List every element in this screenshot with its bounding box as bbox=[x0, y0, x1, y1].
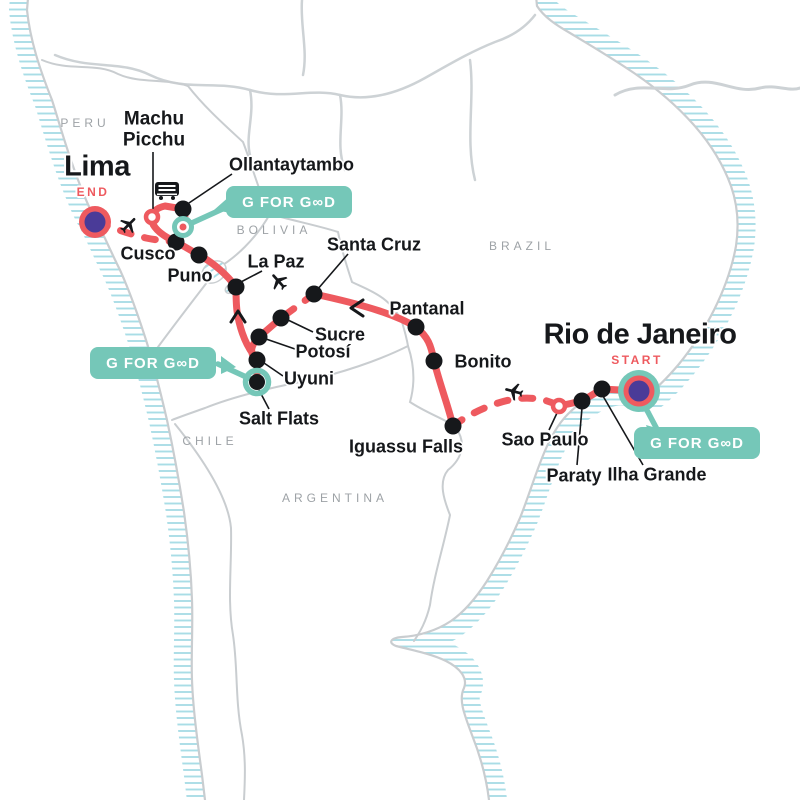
special-markers bbox=[79, 206, 660, 415]
label-sucre: Sucre bbox=[314, 324, 366, 345]
end-tag: END bbox=[76, 185, 110, 199]
label-sao-paulo: Sao Paulo bbox=[501, 429, 589, 450]
stop-dot-puno bbox=[190, 246, 208, 264]
stop-dot-sucre bbox=[272, 309, 290, 327]
stop-dot-ilhagrande bbox=[593, 380, 611, 398]
label-puno: Puno bbox=[167, 265, 213, 286]
label-potosi: Potosí bbox=[295, 341, 351, 362]
stop-dot-cusco bbox=[167, 233, 185, 251]
label-ollantaytambo: Ollantaytambo bbox=[229, 154, 355, 175]
country-label-chile: CHILE bbox=[182, 434, 238, 448]
label-lima: Lima bbox=[64, 150, 130, 183]
stop-dot-uyuni bbox=[248, 351, 266, 369]
flight-iguassu-saopaulo bbox=[449, 394, 563, 430]
g-for-good-spot-salt-flats bbox=[242, 367, 272, 397]
label-iguassu-falls: Iguassu Falls bbox=[348, 436, 464, 457]
stop-dots bbox=[167, 200, 611, 435]
chevron-arrow-north bbox=[229, 309, 247, 324]
label-salt-flats: Salt Flats bbox=[238, 408, 320, 429]
label-machu-picchu: Machu Picchu bbox=[122, 108, 186, 150]
chevron-arrow-west bbox=[349, 298, 365, 318]
g-for-good-spot-sacred-valley bbox=[172, 216, 194, 238]
stop-dot-pantanal bbox=[407, 318, 425, 336]
stop-dot-bonito bbox=[425, 352, 443, 370]
stop-dot-lapaz bbox=[227, 278, 245, 296]
stop-dot-paraty bbox=[573, 392, 591, 410]
start-marker bbox=[618, 370, 660, 412]
label-bonito: Bonito bbox=[454, 351, 512, 372]
label-rio-de-janeiro: Rio de Janeiro bbox=[543, 318, 737, 351]
country-label-bolivia: BOLIVIA bbox=[236, 223, 312, 237]
country-label-peru: PERU bbox=[60, 116, 110, 130]
g-for-good-badge-salt-flats: G FOR G∞D bbox=[90, 347, 216, 379]
stop-dot-iguassu bbox=[444, 417, 462, 435]
label-cusco: Cusco bbox=[120, 243, 176, 264]
country-label-brazil: BRAZIL bbox=[488, 239, 556, 253]
end-marker bbox=[79, 206, 111, 238]
start-tag: START bbox=[611, 353, 663, 367]
stop-dot-potosi bbox=[250, 328, 268, 346]
route-iguassu-santacruz bbox=[310, 290, 457, 430]
label-pantanal: Pantanal bbox=[389, 298, 465, 319]
rivers bbox=[53, 0, 800, 182]
label-uyuni: Uyuni bbox=[283, 368, 335, 389]
stop-dot-ollantaytambo bbox=[174, 200, 192, 218]
country-label-argentina: ARGENTINA bbox=[281, 491, 389, 505]
label-paraty: Paraty bbox=[546, 465, 602, 486]
g-for-good-badge-sacred-valley: G FOR G∞D bbox=[226, 186, 352, 218]
label-santa-cruz: Santa Cruz bbox=[326, 234, 422, 255]
machu-picchu-ring bbox=[143, 208, 161, 226]
g-for-good-badge-rio: G FOR G∞D bbox=[634, 427, 760, 459]
train-icon bbox=[155, 182, 179, 200]
saopaulo-transfer-ring bbox=[550, 397, 568, 415]
label-ilha-grande: Ilha Grande bbox=[607, 464, 707, 485]
label-la-paz: La Paz bbox=[247, 251, 305, 272]
stop-dot-santacruz bbox=[305, 285, 323, 303]
direction-chevrons bbox=[229, 298, 365, 324]
